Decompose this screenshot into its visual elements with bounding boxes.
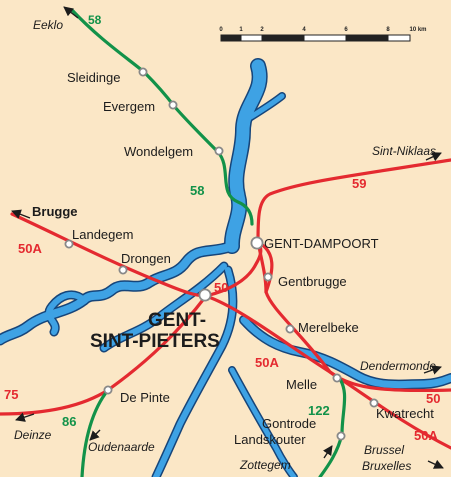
station-dot-gent-dampoort: [250, 236, 264, 250]
dest-brussel: Brussel: [364, 443, 404, 457]
dest-oudenaarde: Oudenaarde: [88, 440, 155, 454]
waterways: [0, 58, 451, 477]
station-label-gentbrugge: Gentbrugge: [278, 274, 347, 289]
scale-seg-4: [303, 34, 347, 42]
line-label-75: 75: [4, 387, 18, 402]
line-label-86: 86: [62, 414, 76, 429]
station-label-drongen: Drongen: [121, 251, 171, 266]
scale-outline: [220, 34, 411, 42]
scale-seg-2: [240, 34, 263, 42]
station-dot-evergem: [168, 100, 178, 110]
station-label-melle: Melle: [286, 377, 317, 392]
line-label-50: 50: [214, 280, 228, 295]
scale-seg-1: [221, 35, 241, 41]
arrow-zottegem: [323, 445, 333, 459]
station-label-de-pinte: De Pinte: [120, 390, 170, 405]
station-label-merelbeke: Merelbeke: [298, 320, 359, 335]
station-dot-kwatrecht: [369, 398, 379, 408]
dest-brugge: Brugge: [32, 204, 78, 219]
scale-tick-4: 4: [302, 27, 306, 33]
stations: [64, 67, 379, 441]
station-dot-sleidinge: [138, 67, 148, 77]
station-label-gent-dampoort: GENT-DAMPOORT: [264, 236, 379, 251]
dest-sint-niklaas: Sint-Niklaas: [372, 144, 436, 158]
scale-tick-10: 10 km: [409, 27, 426, 33]
rail-lines: [0, 8, 451, 477]
arrow-eeklo: [63, 6, 79, 19]
line-86-track: [80, 388, 110, 477]
station-label-landegem: Landegem: [72, 227, 133, 242]
scale-tick-8: 8: [386, 27, 390, 33]
station-label-wondelgem: Wondelgem: [124, 144, 193, 159]
station-dot-melle: [332, 373, 342, 383]
line-label-50-east: 50: [426, 391, 440, 406]
station-dot-drongen: [118, 265, 128, 275]
scale-tick-1: 1: [239, 27, 243, 33]
arrow-sint-niklaas: [425, 152, 442, 162]
arrow-oudenaarde: [89, 429, 101, 441]
scale-seg-6: [387, 34, 411, 42]
station-label-gent-sint-pieters-2: SINT-PIETERS: [90, 331, 220, 352]
station-names: Sleidinge Evergem Wondelgem Landegem Dro…: [67, 70, 434, 447]
destinations: Eeklo Brugge Sint-Niklaas Dendermonde De…: [14, 18, 436, 473]
line-59-track: [256, 158, 451, 244]
station-dot-gentbrugge: [263, 272, 273, 282]
line-label-59: 59: [352, 176, 366, 191]
line-label-58-top: 58: [88, 13, 102, 27]
line-50a-track: [10, 212, 451, 450]
line-label-50a-mid: 50A: [255, 355, 279, 370]
line-label-50a-east: 50A: [414, 428, 438, 443]
station-label-evergem: Evergem: [103, 99, 155, 114]
station-dot-gontrode: [336, 431, 346, 441]
station-dot-wondelgem: [214, 146, 224, 156]
dest-eeklo: Eeklo: [33, 18, 63, 32]
direction-arrows: [11, 6, 444, 469]
dest-zottegem: Zottegem: [239, 458, 291, 472]
scale-tick-2: 2: [260, 27, 264, 33]
station-label-gent-sint-pieters-1: GENT-: [148, 310, 206, 331]
station-label-landskouter: Landskouter: [234, 432, 306, 447]
station-dot-de-pinte: [103, 385, 113, 395]
arrow-dendermonde: [423, 365, 442, 375]
scale-seg-3: [262, 35, 304, 41]
dest-dendermonde: Dendermonde: [360, 359, 436, 373]
station-label-gontrode: Gontrode: [262, 416, 316, 431]
station-dot-landegem: [64, 239, 74, 249]
scale-tick-6: 6: [344, 27, 348, 33]
station-dot-gent-sint-pieters: [198, 288, 212, 302]
scale-bar: 0 1 2 4 6 8 10 km: [219, 27, 427, 42]
line-numbers: 58 58 59 50A 50 50A 50 50A 75 86 122: [4, 13, 440, 443]
station-label-kwatrecht: Kwatrecht: [376, 406, 434, 421]
arrow-brussel: [427, 459, 444, 469]
dest-deinze: Deinze: [14, 428, 52, 442]
line-label-122: 122: [308, 403, 330, 418]
arrow-deinze: [15, 412, 35, 422]
dest-bruxelles: Bruxelles: [362, 459, 411, 473]
line-label-58-mid: 58: [190, 183, 204, 198]
arrow-brugge: [11, 209, 31, 219]
line-label-50a-west: 50A: [18, 241, 42, 256]
scale-seg-5: [346, 35, 388, 41]
scale-tick-0: 0: [219, 27, 223, 33]
station-label-sleidinge: Sleidinge: [67, 70, 121, 85]
station-dot-merelbeke: [285, 324, 295, 334]
line-58-track: [70, 8, 254, 226]
